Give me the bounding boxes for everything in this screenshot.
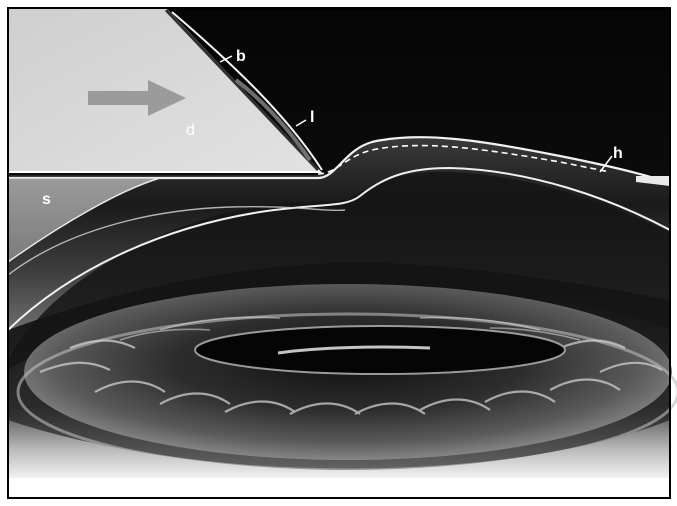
label-d: d (186, 122, 195, 139)
pupil (195, 326, 565, 374)
label-b: b (236, 48, 246, 65)
label-s: s (42, 191, 51, 208)
label-l: l (310, 109, 314, 126)
label-h: h (613, 145, 623, 162)
